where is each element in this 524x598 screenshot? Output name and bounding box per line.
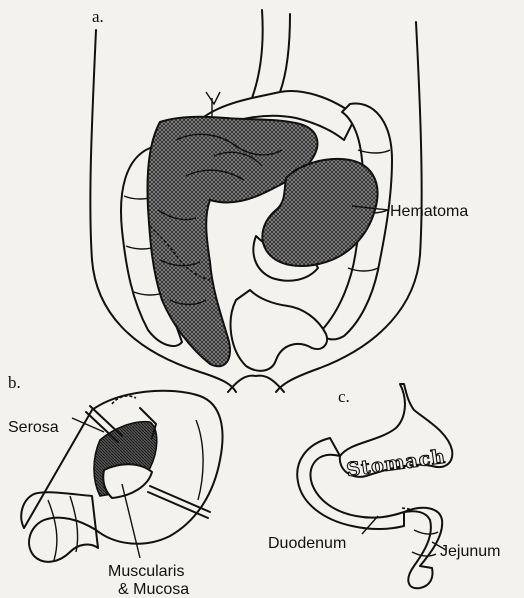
sigmoid-colon (231, 290, 328, 371)
panel-b-figure: b. Serosa Muscularis & Mucosa (8, 373, 223, 598)
hematoma-label: Hematoma (390, 203, 468, 220)
muscularis-label-line1: Muscularis (108, 563, 184, 580)
panel-a-letter: a. (92, 7, 104, 26)
jejunum-label: Jejunum (440, 543, 500, 560)
esophagus (252, 10, 290, 98)
panel-c-letter: c. (338, 387, 350, 406)
panel-c-figure: c. Stomach Duodenum Jejunum (268, 384, 500, 588)
panel-b-letter: b. (8, 373, 21, 392)
muscularis-label-line2: & Mucosa (118, 581, 189, 598)
panel-a-figure: a. Hematoma (90, 7, 468, 392)
serosa-label: Serosa (8, 419, 59, 436)
duodenum-label: Duodenum (268, 535, 346, 552)
pelvic-outline (228, 376, 284, 392)
jejunum-c (404, 508, 442, 588)
